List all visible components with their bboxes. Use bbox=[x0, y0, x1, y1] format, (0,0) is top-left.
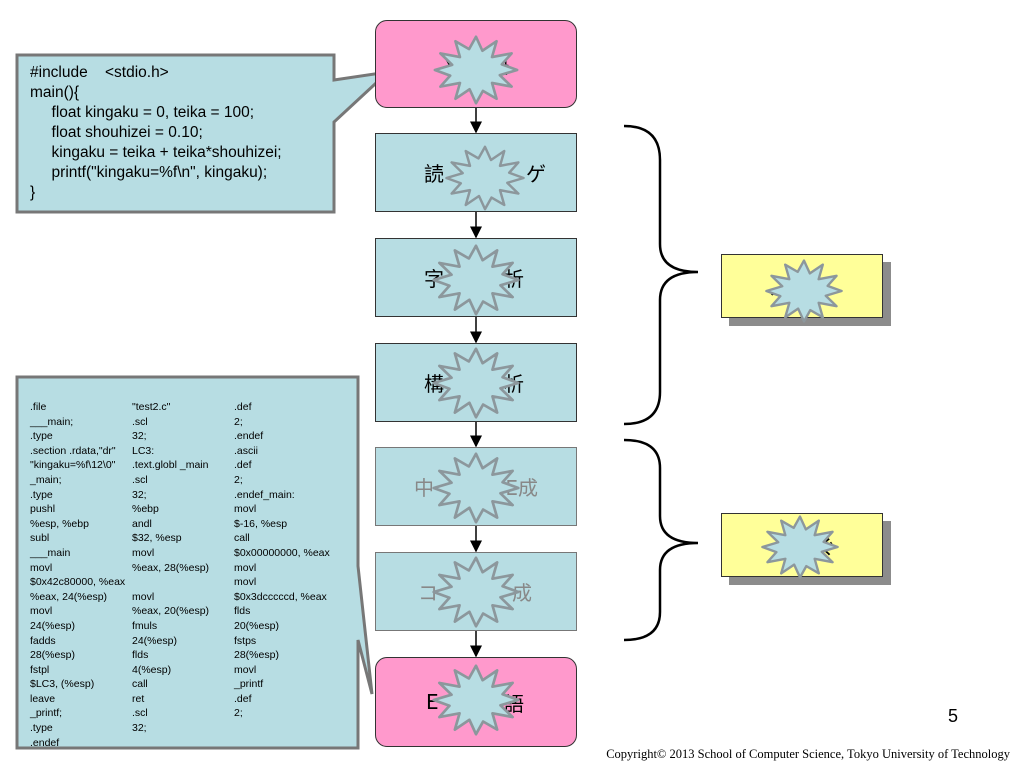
lexical-analysis-box: 字 析 bbox=[375, 238, 577, 317]
c-source-code: #include <stdio.h> main(){ float kingaku… bbox=[30, 64, 282, 201]
target-language-box: E 語 bbox=[375, 657, 577, 747]
assembly-column-2: "test2.c" .scl 32; LC3: .text.globl _mai… bbox=[132, 401, 210, 735]
front-end-note: ノ bbox=[721, 254, 883, 318]
target-language-label-right: 語 bbox=[504, 691, 524, 716]
target-language-label-left: E bbox=[426, 690, 439, 714]
copyright-notice: Copyright© 2013 School of Computer Scien… bbox=[606, 747, 1010, 761]
code-generation-box: コ 成 bbox=[375, 552, 577, 631]
lexical-analysis-label-right: 析 bbox=[504, 267, 524, 291]
front-end-note-label: ノ bbox=[768, 275, 788, 300]
intermediate-code-label-left: 中 bbox=[414, 476, 434, 500]
syntax-analysis-box: 構 析 bbox=[375, 343, 577, 422]
front-end-brace bbox=[623, 124, 699, 426]
assembly-column-3: .def 2; .endef .ascii .def 2; .endef_mai… bbox=[234, 401, 330, 720]
source-language-label: ソ 言語 bbox=[442, 53, 510, 78]
intermediate-code-label-right: E成 bbox=[505, 476, 538, 500]
back-end-note: ぐ bbox=[721, 513, 883, 577]
syntax-analysis-label-left: 構 bbox=[424, 372, 444, 396]
assembly-column-1: .file ___main; .type .section .rdata,"dr… bbox=[30, 401, 126, 749]
page-number: 5 bbox=[948, 706, 959, 726]
syntax-analysis-label-right: 析 bbox=[504, 372, 524, 396]
code-generation-label-left: コ bbox=[418, 581, 438, 605]
reading-stage-box: 読 ゲ bbox=[375, 133, 577, 212]
source-language-box: ソ 言語 bbox=[375, 20, 577, 108]
back-end-note-label: ぐ bbox=[816, 534, 836, 559]
code-generation-label-right: 成 bbox=[512, 581, 532, 605]
lexical-analysis-label-left: 字 bbox=[424, 267, 444, 291]
back-end-brace bbox=[623, 438, 699, 642]
reading-stage-label-tail: ゲ bbox=[526, 162, 546, 186]
reading-stage-label: 読 bbox=[424, 162, 444, 186]
intermediate-code-box: 中 E成 bbox=[375, 447, 577, 526]
